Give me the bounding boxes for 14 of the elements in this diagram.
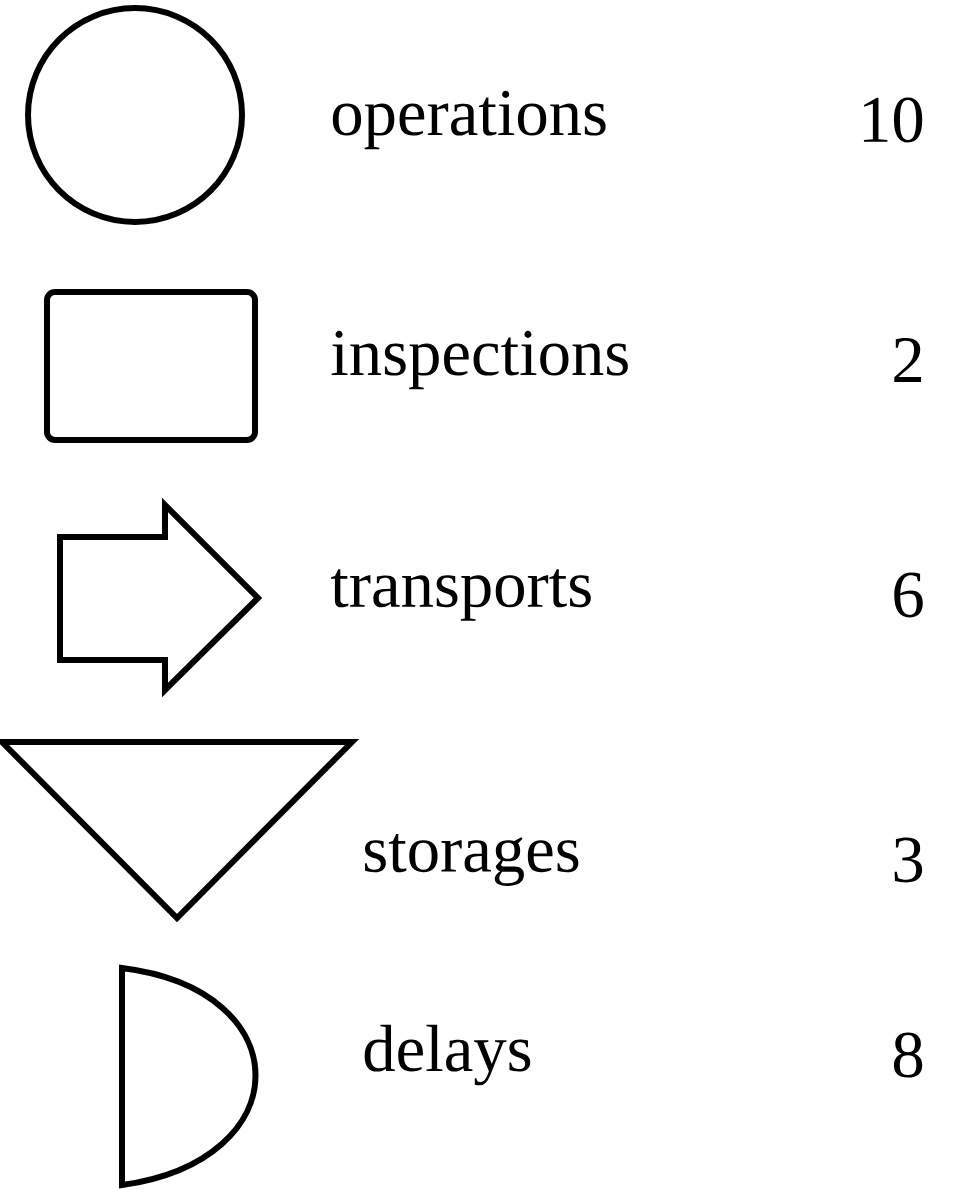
transport-symbol bbox=[57, 497, 263, 698]
count-value: 8 bbox=[893, 1032, 923, 1078]
count-value: 10 bbox=[863, 97, 923, 143]
count-value: 3 bbox=[894, 837, 923, 883]
symbol-label: operations bbox=[332, 90, 606, 150]
operation-symbol bbox=[25, 5, 245, 225]
symbol-label: transports bbox=[330, 569, 591, 621]
delay-symbol bbox=[119, 965, 259, 1188]
symbol-label: storages bbox=[365, 834, 579, 886]
symbol-label: delays bbox=[364, 1024, 531, 1086]
inspection-symbol bbox=[44, 289, 258, 443]
count-value: 2 bbox=[894, 337, 922, 383]
symbol-label: inspections bbox=[331, 330, 628, 390]
count-value: 6 bbox=[894, 572, 923, 618]
